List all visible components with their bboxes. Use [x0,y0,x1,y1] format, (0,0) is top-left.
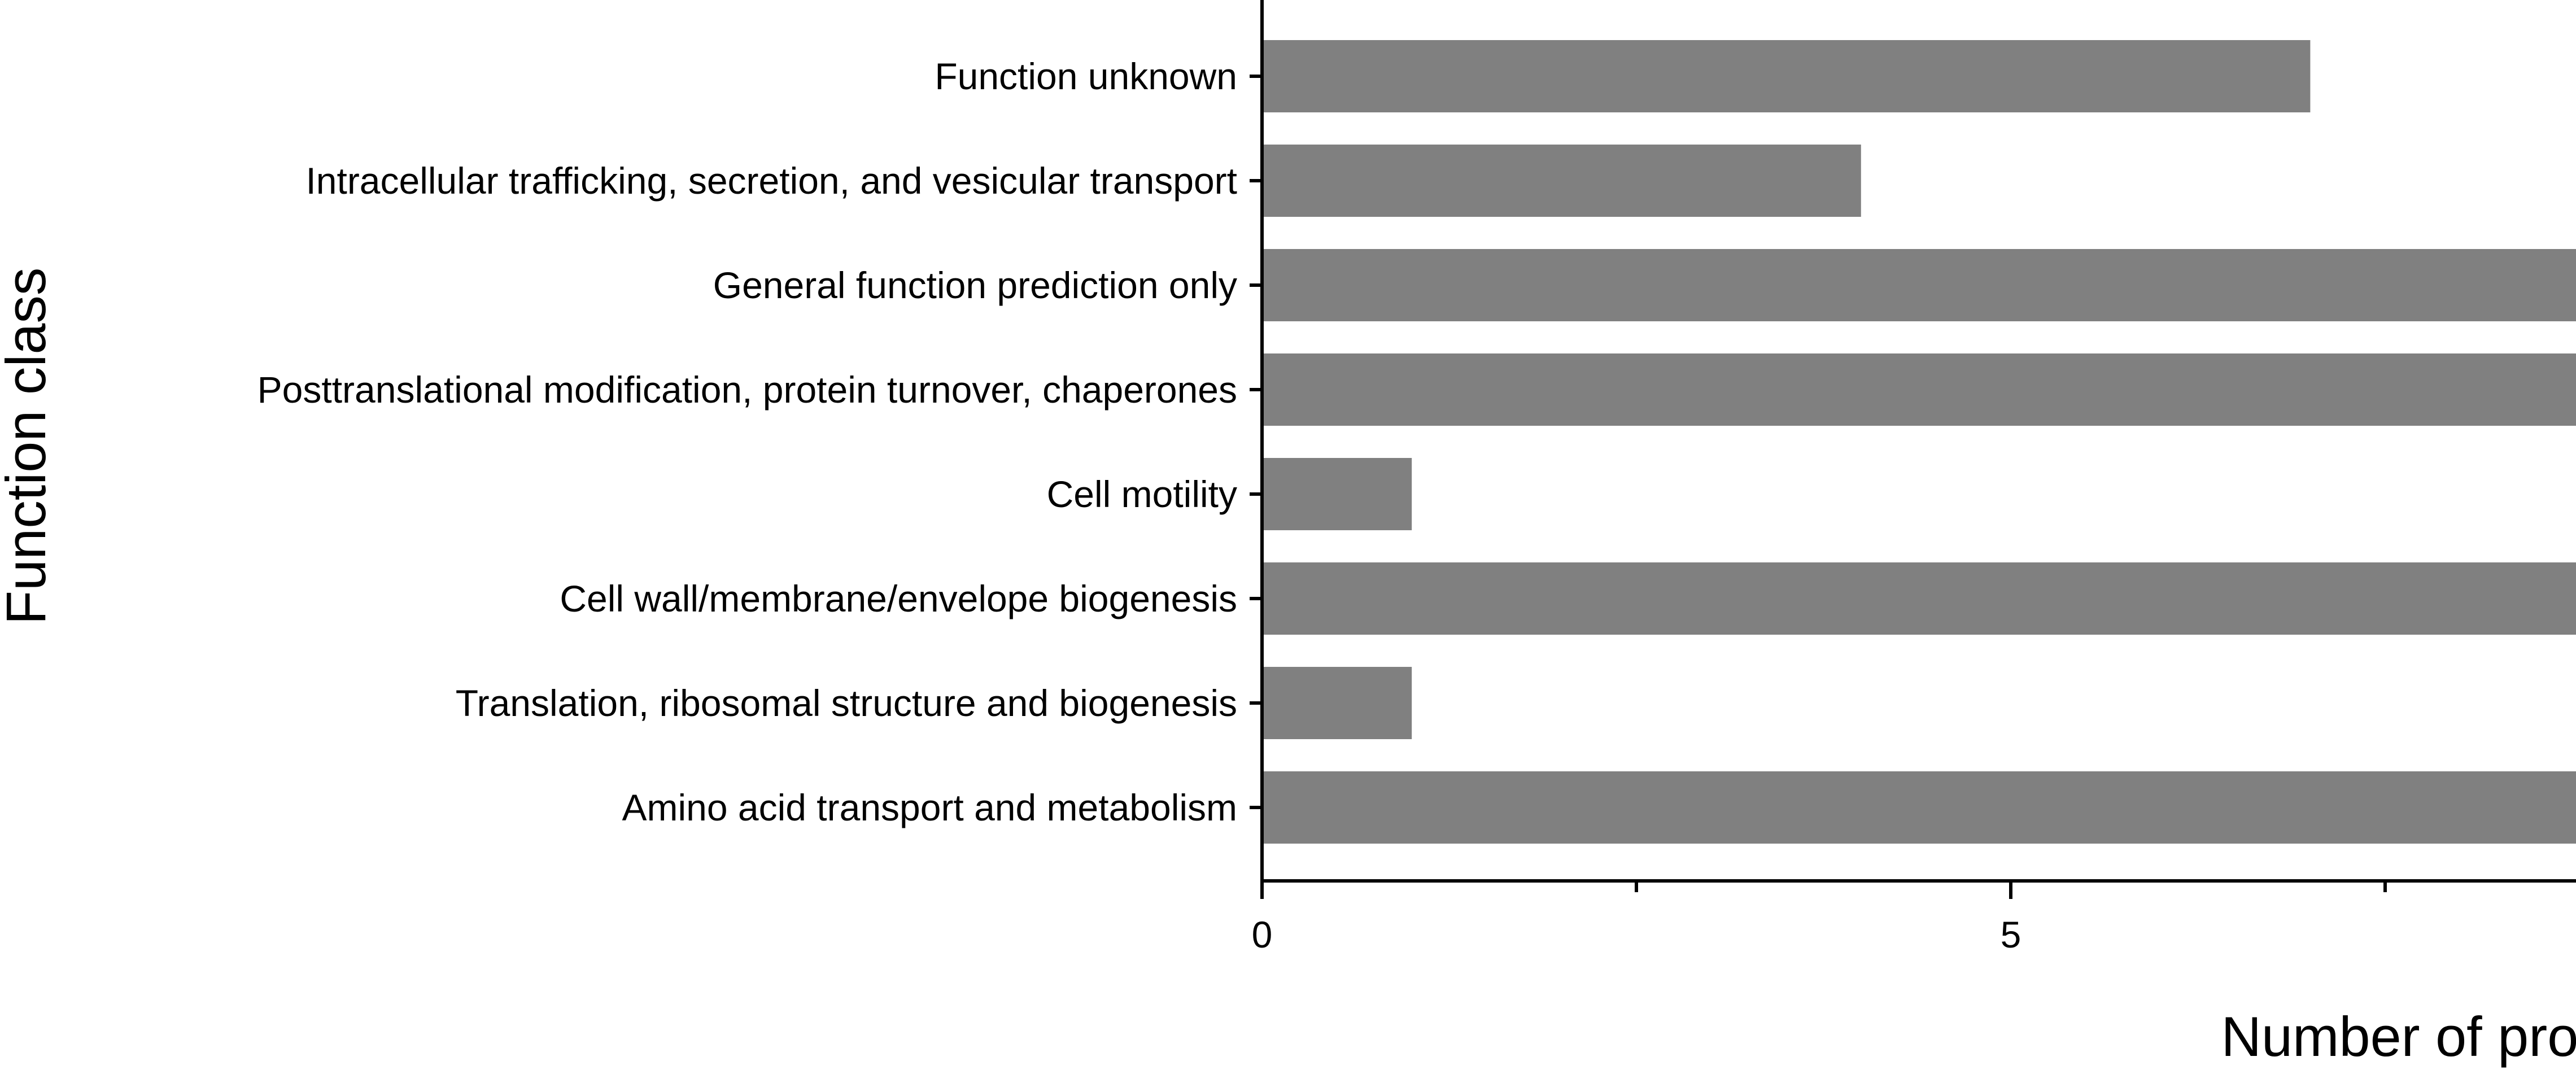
category-label: Posttranslational modification, protein … [257,369,1237,411]
category-label: Amino acid transport and metabolism [622,787,1237,828]
category-label: Intracellular trafficking, secretion, an… [305,160,1237,202]
x-tick-label: 5 [2001,914,2021,955]
bar [1262,458,1412,530]
bar [1262,40,2311,112]
x-tick-label: 0 [1252,914,1273,955]
bar [1262,562,2576,635]
bar [1262,353,2576,426]
bar [1262,145,1861,217]
bar [1262,249,2576,321]
x-axis-title: Number of proteases [2221,1005,2576,1068]
category-label: Translation, ribosomal structure and bio… [456,682,1237,724]
category-label: Cell wall/membrane/envelope biogenesis [560,578,1237,619]
y-axis-title: Function class [0,268,57,625]
bar [1262,667,1412,739]
bar [1262,771,2576,844]
bars-group [1262,40,2576,844]
x-axis: 051015 [1252,879,2576,955]
category-label: General function prediction only [713,264,1237,306]
category-label: Cell motility [1047,473,1237,515]
category-label: Function unknown [935,55,1237,97]
